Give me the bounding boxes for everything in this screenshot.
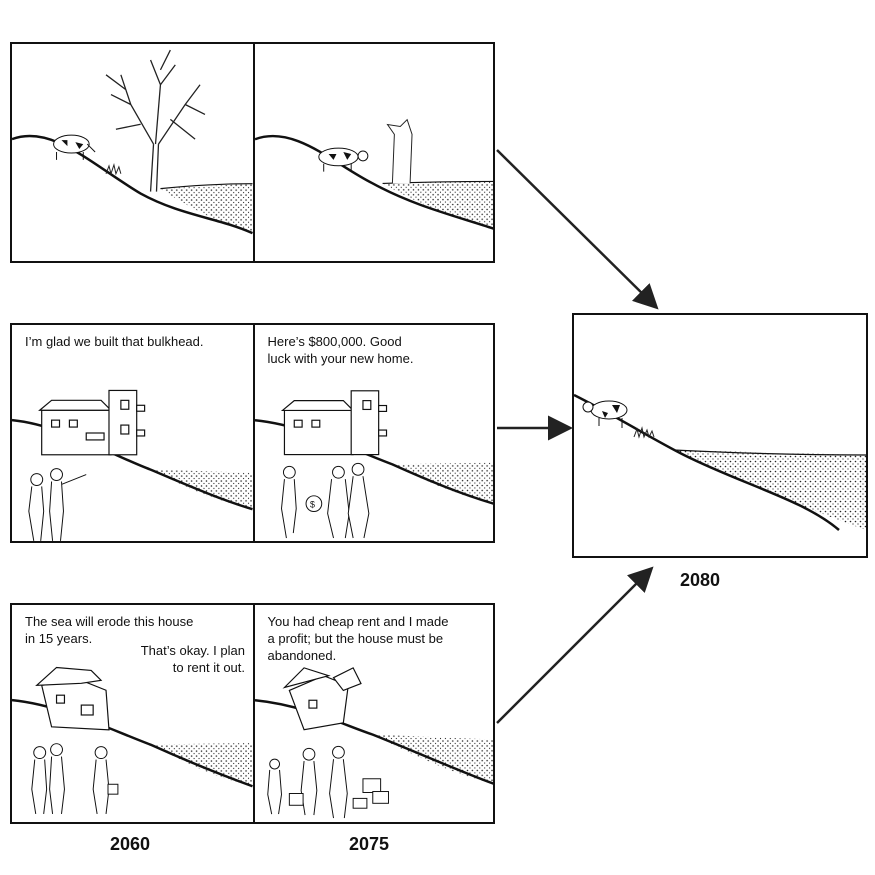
hill-scene bbox=[254, 667, 493, 819]
hill-scene: $ bbox=[254, 390, 493, 539]
collapsing-house-icon bbox=[281, 667, 362, 731]
couple-icon bbox=[28, 468, 87, 541]
strip-row-2: I’m glad we built that bulkhead. $ Here’… bbox=[10, 323, 495, 543]
reply-caption: That’s okay. I plan to rent it out. bbox=[140, 643, 245, 675]
year-label-2075: 2075 bbox=[349, 834, 390, 854]
cow-icon bbox=[317, 147, 368, 172]
year-label-2080: 2080 bbox=[680, 570, 721, 590]
people-icon bbox=[31, 743, 119, 815]
panel-bulkhead-2060: I’m glad we built that bulkhead. bbox=[12, 325, 253, 541]
panel-rental-2060: The sea will erode this house in 15 year… bbox=[12, 605, 253, 822]
speech-caption: You had cheap rent and I made a profit; … bbox=[267, 614, 449, 663]
arrow-top bbox=[496, 149, 659, 310]
panel-cow-tree-2060 bbox=[12, 44, 253, 261]
people-boxes-icon bbox=[266, 745, 389, 819]
panel-cow-stump-2075 bbox=[252, 44, 493, 261]
hill-scene bbox=[12, 389, 253, 541]
year-label-2060: 2060 bbox=[110, 834, 151, 854]
svg-text:$: $ bbox=[309, 500, 314, 510]
house-icon bbox=[38, 389, 146, 456]
crooked-house-icon bbox=[35, 666, 110, 731]
hill-scene bbox=[12, 49, 253, 235]
cow-icon bbox=[582, 400, 628, 428]
tree-stump-icon bbox=[385, 118, 413, 184]
strip-row-1 bbox=[10, 42, 495, 263]
strip-row-3: The sea will erode this house in 15 year… bbox=[10, 603, 495, 824]
hill-scene bbox=[12, 666, 253, 815]
hill-scene bbox=[254, 118, 493, 230]
cow-icon bbox=[53, 134, 96, 160]
house-icon bbox=[280, 390, 387, 456]
people-money-bag-icon: $ bbox=[280, 462, 369, 539]
hill-scene bbox=[573, 393, 867, 531]
speech-caption: I’m glad we built that bulkhead. bbox=[25, 334, 204, 349]
panel-abandoned-2075: You had cheap rent and I made a profit; … bbox=[252, 605, 493, 822]
arrow-bottom bbox=[496, 566, 654, 724]
panel-eroded-2080 bbox=[572, 313, 868, 558]
tree-icon bbox=[105, 49, 206, 192]
panel-buyout-2075: $ Here’s $800,000. Good luck with your n… bbox=[252, 325, 493, 541]
speech-caption: The sea will erode this house in 15 year… bbox=[25, 614, 194, 646]
speech-caption: Here’s $800,000. Good luck with your new… bbox=[267, 334, 414, 366]
